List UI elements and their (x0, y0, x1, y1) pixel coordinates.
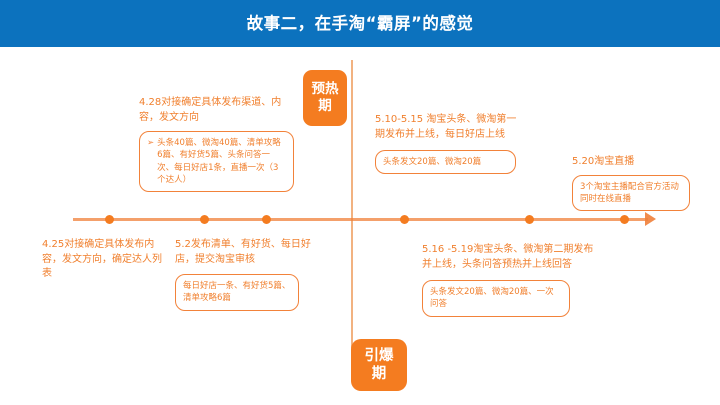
event-5-10-5-15: 5.10-5.15 淘宝头条、微淘第一期发布并上线，每日好店上线 头条发文20篇… (375, 113, 525, 175)
phase-ignite-line1: 引爆 (364, 347, 394, 364)
event-5-20-detail-text: 3个淘宝主播配合官方活动同时在线直播 (580, 181, 679, 204)
event-5-16-5-19-detail-box: 头条发文20篇、微淘20篇、一次问答 (422, 280, 570, 317)
event-5-20-title: 5.20淘宝直播 (572, 156, 635, 167)
timeline-dot (262, 214, 271, 224)
event-4-25: 4.25对接确定具体发布内容，发文方向，确定达人列表 (42, 238, 167, 282)
timeline-dot (200, 214, 209, 224)
timeline-dot (105, 214, 114, 224)
phase-badge-ignite: 引爆 期 (351, 339, 407, 391)
event-5-16-5-19-title: 5.16 -5.19淘宝头条、微淘第二期发布并上线，头条问答预热并上线回答 (422, 244, 594, 270)
event-4-28-detail-text: 头条40篇、微淘40篇、清单攻略6篇、有好货5篇、头条问答一次、每日好店1条，直… (157, 138, 281, 185)
event-5-2-detail-text: 每日好店一条、有好货5篇、清单攻略6篇 (183, 281, 291, 304)
timeline-arrow-icon (645, 212, 656, 226)
event-5-16-5-19-detail-text: 头条发文20篇、微淘20篇、一次问答 (430, 287, 554, 310)
event-5-20-detail-box: 3个淘宝主播配合官方活动同时在线直播 (572, 174, 690, 212)
event-4-28-title: 4.28对接确定具体发布渠道、内容，发文方向 (139, 97, 282, 123)
phase-warmup-line1: 预热 (311, 81, 339, 98)
event-5-2: 5.2发布清单、有好货、每日好店，提交淘宝审核 每日好店一条、有好货5篇、清单攻… (175, 238, 315, 311)
event-5-2-title: 5.2发布清单、有好货、每日好店，提交淘宝审核 (175, 239, 311, 265)
event-4-28: 4.28对接确定具体发布渠道、内容，发文方向 ➢ 头条40篇、微淘40篇、清单攻… (139, 96, 294, 193)
timeline-axis (73, 218, 648, 221)
timeline-dot (620, 214, 629, 224)
event-5-10-5-15-detail-box: 头条发文20篇、微淘20篇 (375, 150, 516, 175)
timeline-dot (400, 214, 409, 224)
bullet-arrow-icon: ➢ (147, 138, 155, 148)
page-title: 故事二，在手淘“霸屏”的感觉 (246, 14, 474, 33)
header-bar (0, 0, 720, 47)
event-5-10-5-15-detail-text: 头条发文20篇、微淘20篇 (383, 157, 482, 167)
phase-badge-warmup: 预热 期 (303, 70, 347, 126)
event-5-20: 5.20淘宝直播 3个淘宝主播配合官方活动同时在线直播 (572, 155, 692, 212)
phase-ignite-line2: 期 (371, 366, 387, 382)
event-4-28-detail-box: ➢ 头条40篇、微淘40篇、清单攻略6篇、有好货5篇、头条问答一次、每日好店1条… (139, 131, 294, 193)
event-5-10-5-15-title: 5.10-5.15 淘宝头条、微淘第一期发布并上线，每日好店上线 (375, 114, 517, 140)
event-4-25-title: 4.25对接确定具体发布内容，发文方向，确定达人列表 (42, 239, 162, 279)
timeline-dot (525, 214, 534, 224)
phase-divider-line (351, 60, 353, 348)
event-5-2-detail-box: 每日好店一条、有好货5篇、清单攻略6篇 (175, 274, 299, 311)
phase-warmup-line2: 期 (318, 98, 332, 114)
event-5-16-5-19: 5.16 -5.19淘宝头条、微淘第二期发布并上线，头条问答预热并上线回答 头条… (422, 243, 602, 317)
